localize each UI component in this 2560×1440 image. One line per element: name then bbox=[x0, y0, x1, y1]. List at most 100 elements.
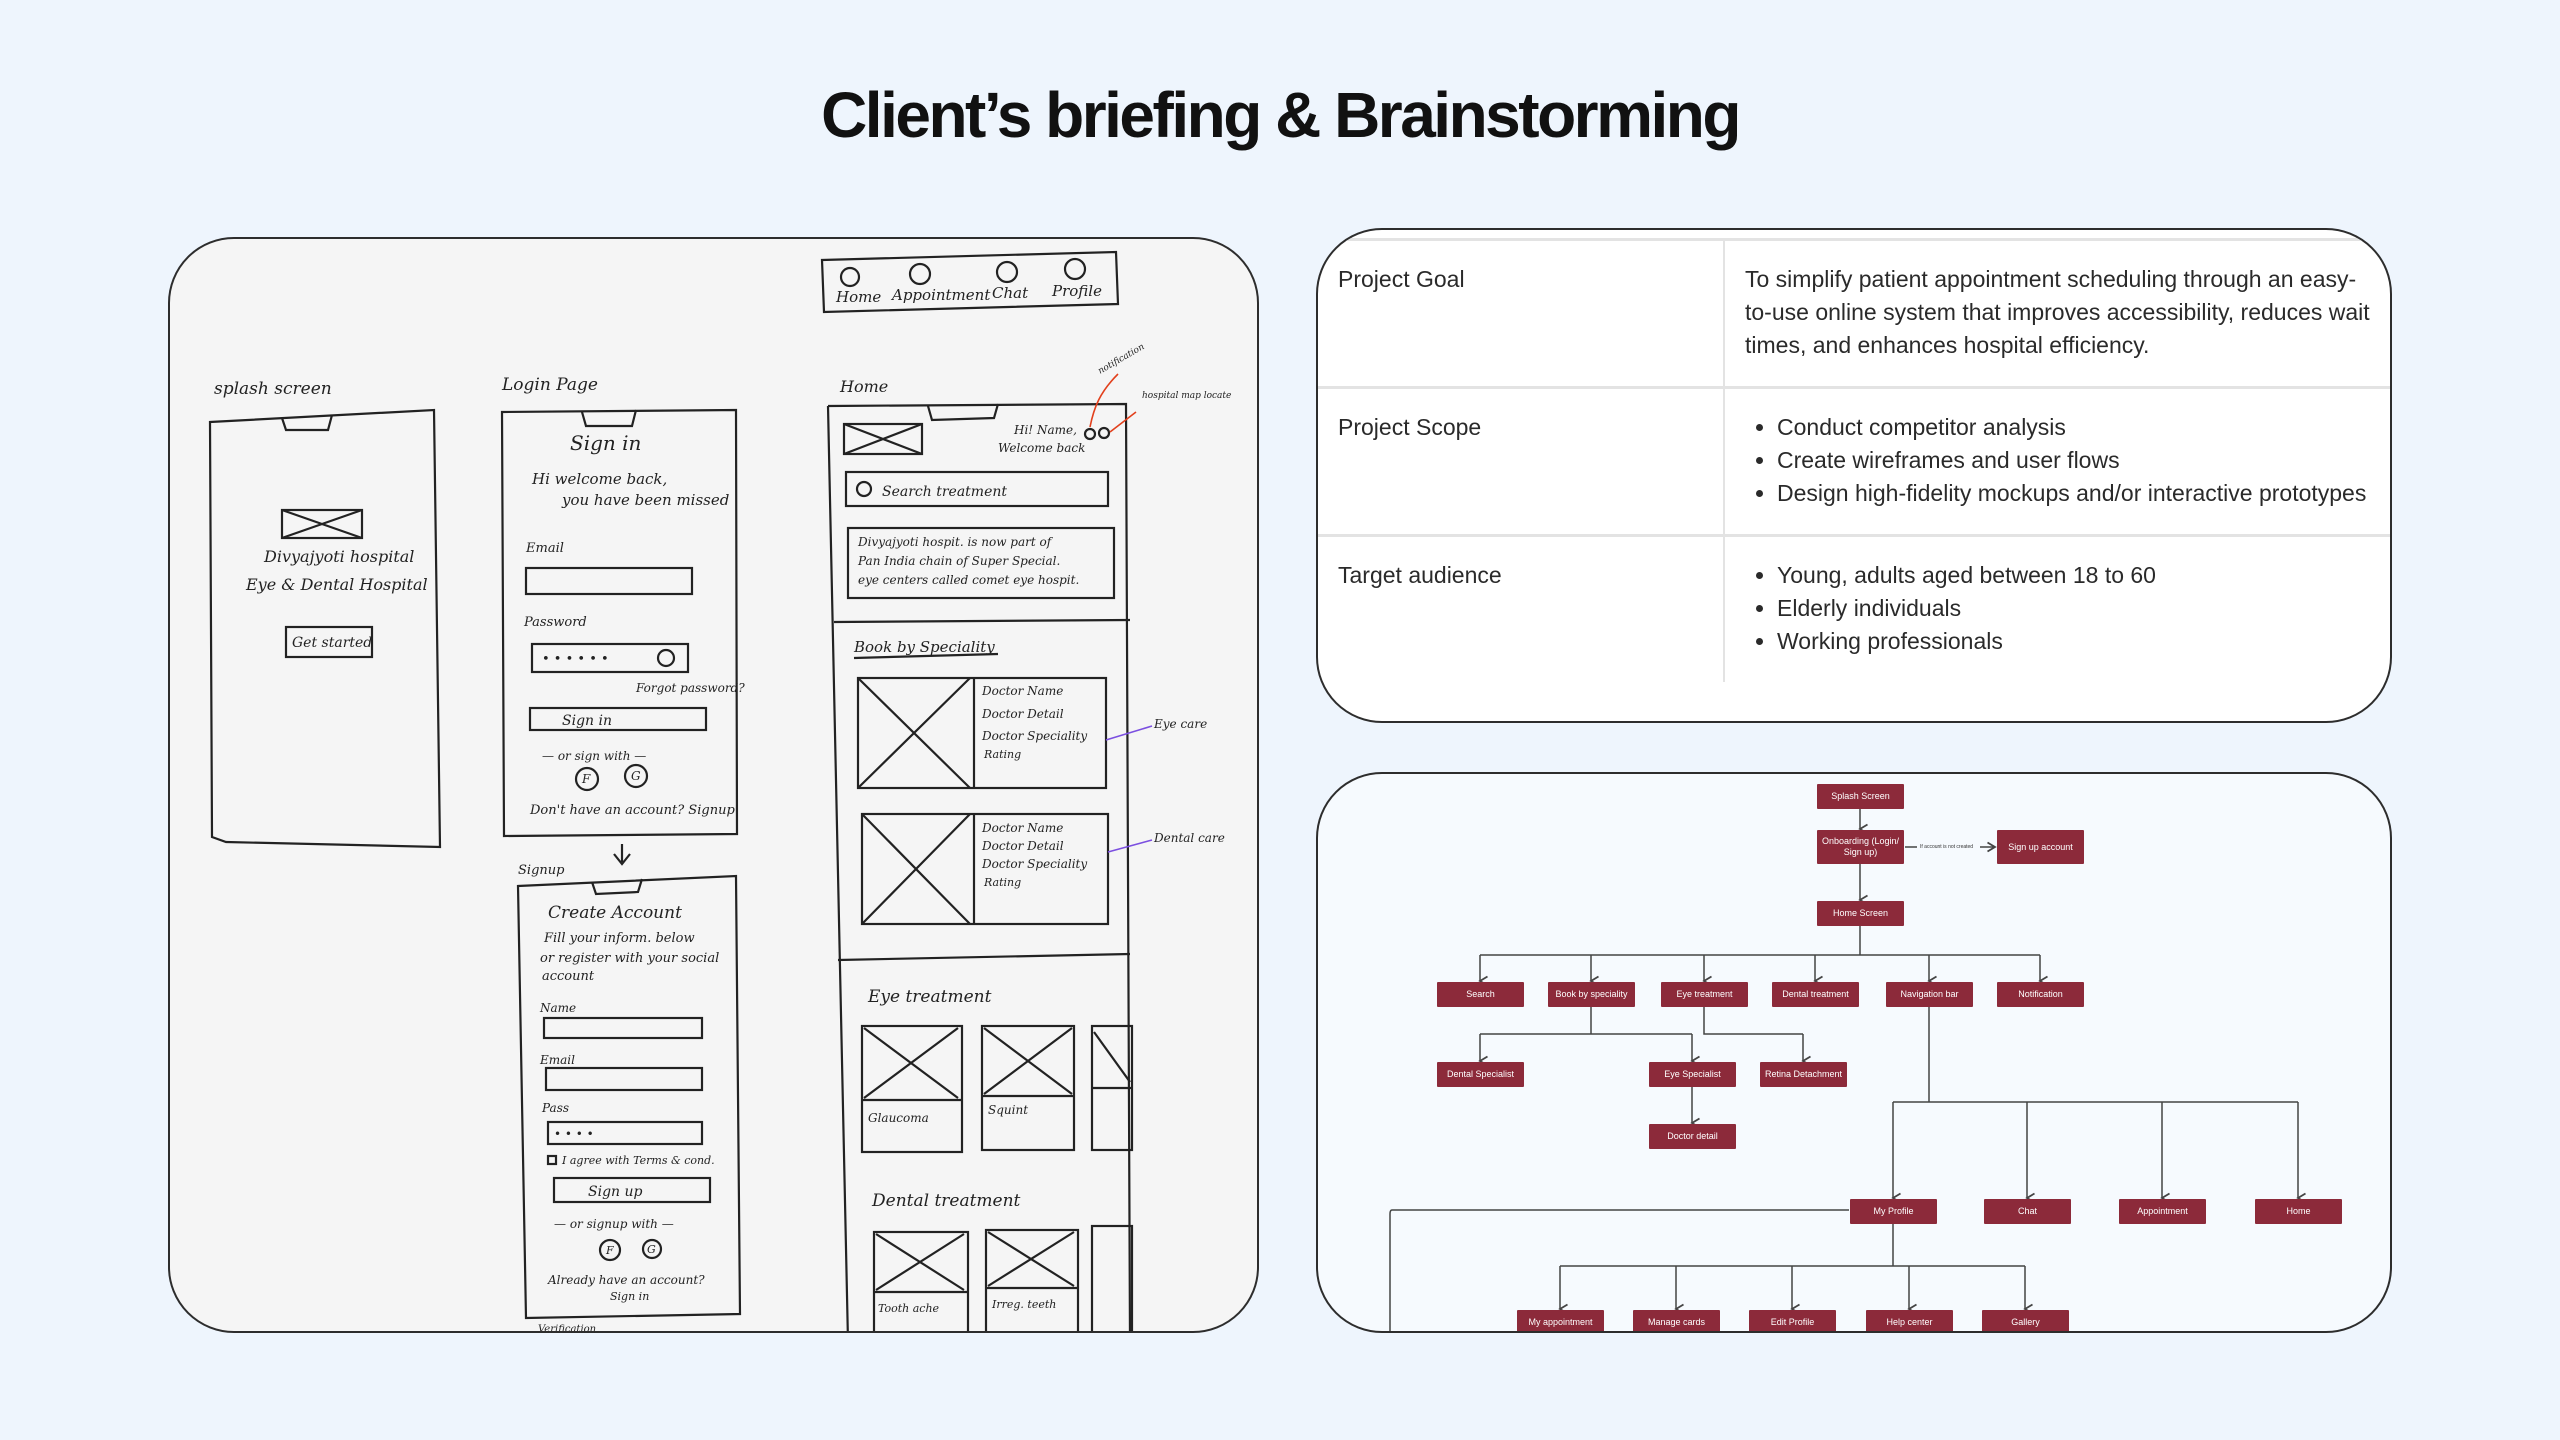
list-item: Elderly individuals bbox=[1777, 592, 2370, 625]
user-flow-card: If account is not created Splash Screen … bbox=[1316, 772, 2392, 1333]
node-home: Home bbox=[2255, 1199, 2342, 1224]
list-item: Create wireframes and user flows bbox=[1777, 444, 2370, 477]
appointment-icon-sketch bbox=[908, 262, 932, 286]
login-label: Login Page bbox=[501, 375, 598, 395]
node-retina-detachment: Retina Detachment bbox=[1760, 1062, 1847, 1087]
login-heading: Sign in bbox=[570, 431, 641, 455]
dental-item-irregular-teeth: Irreg. teeth bbox=[991, 1298, 1056, 1311]
node-onboarding: Onboarding (Login/ Sign up) bbox=[1817, 830, 1904, 864]
home-icon-sketch bbox=[839, 266, 861, 288]
signup-desc-1: Fill your inform. below bbox=[543, 931, 695, 946]
signup-facebook: F bbox=[605, 1244, 614, 1257]
chat-icon-sketch bbox=[995, 260, 1019, 284]
doctor-rating-1: Rating bbox=[983, 748, 1021, 761]
eye-item-squint: Squint bbox=[988, 1103, 1028, 1117]
doctor-name-1: Doctor Name bbox=[981, 684, 1063, 698]
home-greeting-2: Welcome back bbox=[998, 441, 1085, 455]
eye-icon-sketch bbox=[656, 648, 676, 668]
eye-item-glaucoma: Glaucoma bbox=[868, 1111, 929, 1125]
sketch-signup-page: Signup Create Account Fill your inform. … bbox=[516, 863, 742, 1333]
flow-connectors bbox=[1389, 809, 2306, 1331]
node-notification: Notification bbox=[1997, 982, 2084, 1007]
annotation-hospital-map: hospital map locate bbox=[1142, 391, 1231, 401]
signup-password-value: • • • • bbox=[554, 1127, 594, 1141]
verification-label: Verification bbox=[538, 1324, 596, 1333]
node-doctor-detail: Doctor detail bbox=[1649, 1124, 1736, 1149]
node-eye-specialist: Eye Specialist bbox=[1649, 1062, 1736, 1087]
signup-or: — or signup with — bbox=[554, 1217, 674, 1231]
annotation-notification: notification bbox=[1097, 342, 1147, 377]
splash-get-started: Get started bbox=[292, 635, 372, 651]
row-label: Target audience bbox=[1318, 534, 1725, 682]
nav-home: Home bbox=[835, 288, 881, 306]
row-value: Young, adults aged between 18 to 60 Elde… bbox=[1724, 534, 2390, 682]
node-edit-profile: Edit Profile bbox=[1749, 1310, 1836, 1331]
sketch-nav-bar: Home Appointment Chat Profile bbox=[820, 250, 1120, 314]
node-splash-screen: Splash Screen bbox=[1817, 784, 1904, 809]
nav-profile: Profile bbox=[1051, 282, 1102, 300]
splash-hospital-sub: Eye & Dental Hospital bbox=[245, 575, 428, 594]
home-search: Search treatment bbox=[882, 484, 1007, 500]
signup-agree: I agree with Terms & cond. bbox=[561, 1154, 715, 1167]
doctor-speciality-1: Doctor Speciality bbox=[981, 729, 1087, 743]
list-item: Conduct competitor analysis bbox=[1777, 411, 2370, 444]
login-greeting-2: you have been missed bbox=[561, 491, 729, 509]
row-value: To simplify patient appointment scheduli… bbox=[1724, 238, 2390, 388]
sketch-home-page: Home Hi! Name, Welcome back Search treat… bbox=[826, 377, 1134, 1331]
home-about-1: Divyajyoti hospit. is now part of bbox=[857, 535, 1054, 549]
signup-email-label: Email bbox=[539, 1053, 575, 1067]
table-row-goal: Project Goal To simplify patient appoint… bbox=[1318, 238, 2390, 388]
signup-button: Sign up bbox=[588, 1184, 643, 1200]
list-item: Design high-fidelity mockups and/or inte… bbox=[1777, 477, 2370, 510]
login-google: G bbox=[631, 769, 641, 783]
sketch-login-page: Login Page Sign in Hi welcome back, you … bbox=[500, 375, 745, 866]
dental-item-toothache: Tooth ache bbox=[878, 1302, 940, 1315]
list-item: Young, adults aged between 18 to 60 bbox=[1777, 559, 2370, 592]
node-my-profile: My Profile bbox=[1850, 1199, 1937, 1224]
list-item: Working professionals bbox=[1777, 625, 2370, 658]
home-label: Home bbox=[839, 377, 888, 396]
node-help-center: Help center bbox=[1866, 1310, 1953, 1331]
doctor-speciality-2: Doctor Speciality bbox=[981, 857, 1087, 871]
login-footer: Don't have an account? Signup bbox=[529, 803, 735, 818]
splash-hospital-name: Divyajyoti hospital bbox=[263, 547, 414, 566]
login-facebook: F bbox=[581, 772, 591, 786]
signup-desc-3: account bbox=[542, 969, 595, 984]
home-dental-heading: Dental treatment bbox=[871, 1191, 1021, 1211]
signup-google: G bbox=[647, 1243, 656, 1256]
signup-heading: Create Account bbox=[548, 903, 682, 923]
node-book-by-speciality: Book by speciality bbox=[1548, 982, 1635, 1007]
node-manage-cards: Manage cards bbox=[1633, 1310, 1720, 1331]
signup-password-label: Pass bbox=[541, 1101, 569, 1115]
node-eye-treatment: Eye treatment bbox=[1661, 982, 1748, 1007]
edge-label-not-created: If account is not created bbox=[1920, 844, 1974, 850]
node-gallery: Gallery bbox=[1982, 1310, 2069, 1331]
doctor-rating-2: Rating bbox=[983, 876, 1021, 889]
table-row-audience: Target audience Young, adults aged betwe… bbox=[1318, 534, 2390, 682]
wireframe-sketch-card: Home Appointment Chat Profile splash scr… bbox=[168, 237, 1259, 1333]
nav-appointment: Appointment bbox=[890, 286, 991, 304]
project-brief-table: Project Goal To simplify patient appoint… bbox=[1318, 238, 2390, 682]
signup-label: Signup bbox=[518, 863, 565, 878]
node-home-screen: Home Screen bbox=[1817, 901, 1904, 926]
signup-footer-1: Already have an account? bbox=[547, 1273, 705, 1287]
home-about-3: eye centers called comet eye hospit. bbox=[858, 573, 1079, 587]
arrow-down-sketch bbox=[613, 844, 631, 866]
search-icon-sketch bbox=[855, 480, 873, 498]
table-row-scope: Project Scope Conduct competitor analysi… bbox=[1318, 386, 2390, 536]
profile-icon-sketch bbox=[1063, 257, 1087, 281]
page-title: Client’s briefing & Brainstorming bbox=[821, 79, 1741, 151]
login-button: Sign in bbox=[562, 713, 612, 729]
doctor-detail-2: Doctor Detail bbox=[981, 839, 1064, 853]
annotation-dental-care: Dental care bbox=[1153, 831, 1225, 845]
node-dental-treatment: Dental treatment bbox=[1772, 982, 1859, 1007]
login-or: — or sign with — bbox=[542, 749, 646, 763]
node-search: Search bbox=[1437, 982, 1524, 1007]
sketch-splash-screen: splash screen Divyajyoti hospital Eye & … bbox=[208, 379, 442, 849]
node-navigation-bar: Navigation bar bbox=[1886, 982, 1973, 1007]
node-appointment: Appointment bbox=[2119, 1199, 2206, 1224]
nav-chat: Chat bbox=[992, 284, 1029, 302]
doctor-name-2: Doctor Name bbox=[981, 821, 1063, 835]
node-chat: Chat bbox=[1984, 1199, 2071, 1224]
signup-footer-2: Sign in bbox=[610, 1290, 649, 1303]
